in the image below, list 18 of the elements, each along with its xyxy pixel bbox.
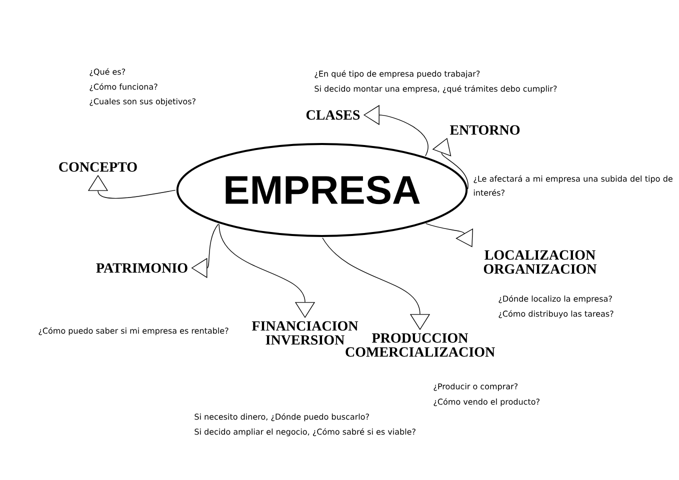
question-text: ¿Cómo distribuyo las tareas? bbox=[498, 310, 614, 318]
question-text: ¿Cómo vendo el producto? bbox=[434, 398, 540, 406]
topic-label: ENTORNO bbox=[450, 125, 520, 135]
question-text: ¿Cómo puedo saber si mi empresa es rentable? bbox=[38, 327, 228, 336]
topic-label: PATRIMONIO bbox=[96, 263, 188, 273]
topic-label: CLASES bbox=[306, 110, 360, 120]
question-text: ¿Dónde localizo la empresa? bbox=[498, 295, 612, 304]
question-text: Si decido montar una empresa, ¿qué trámites debo cumplir? bbox=[314, 85, 557, 94]
question-text: ¿Qué es? bbox=[90, 68, 126, 76]
question-text: Si decido ampliar el negocio, ¿Cómo sabré si es viable? bbox=[194, 428, 416, 436]
question-text: ¿Cómo funciona? bbox=[90, 83, 158, 92]
question-text: ¿Cuales son sus objetivos? bbox=[90, 98, 196, 106]
question-text: ¿En qué tipo de empresa puedo trabajar? bbox=[314, 70, 480, 78]
question-text: ¿Le afectará a mi empresa una subida del tipo de interés? bbox=[474, 175, 672, 196]
question-text: Si necesito dinero, ¿Dónde puedo buscarlo? bbox=[194, 413, 369, 422]
question-text: ¿Producir o comprar? bbox=[434, 383, 518, 391]
topic-label: CONCEPTO bbox=[59, 162, 137, 172]
topic-label: LOCALIZACION ORGANIZACION bbox=[484, 250, 597, 274]
